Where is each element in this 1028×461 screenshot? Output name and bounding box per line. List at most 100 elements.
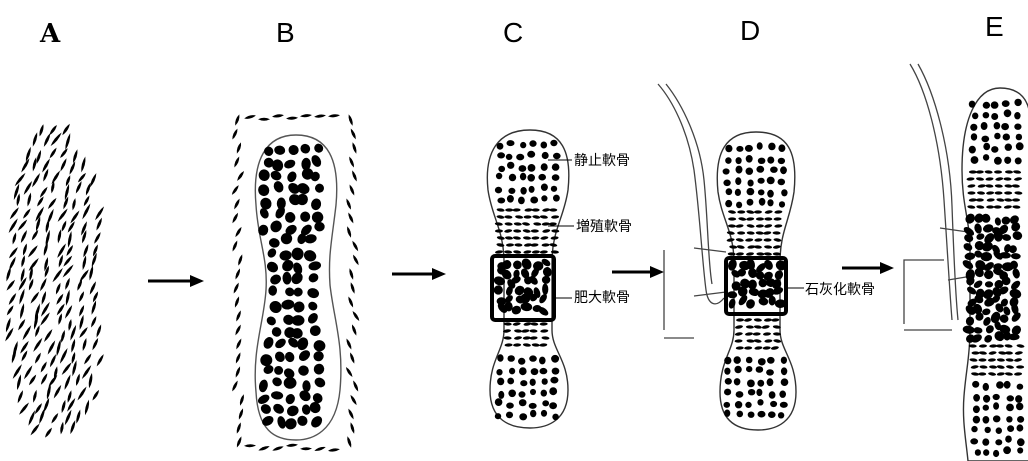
resting-chondrocyte xyxy=(553,153,561,159)
perichondrial-cell xyxy=(231,240,238,252)
resting-chondrocyte xyxy=(725,157,731,164)
resting-chondrocyte xyxy=(746,155,753,163)
mesenchymal-cell xyxy=(38,124,45,137)
resting-chondrocyte xyxy=(746,366,752,372)
resting-chondrocyte xyxy=(996,381,1004,389)
mesenchymal-cell xyxy=(94,206,106,221)
resting-chondrocyte xyxy=(758,189,765,195)
resting-chondrocyte xyxy=(508,390,516,398)
mesenchymal-cell xyxy=(40,301,52,317)
mesenchymal-cell xyxy=(39,312,51,327)
resting-chondrocyte xyxy=(983,154,989,161)
resting-chondrocyte xyxy=(746,168,754,175)
resting-chondrocyte xyxy=(1017,424,1024,431)
mesenchymal-cell xyxy=(11,232,17,245)
mesenchymal-cell xyxy=(19,340,30,354)
mesenchymal-cell xyxy=(64,175,71,187)
mesenchymal-cell xyxy=(51,267,64,283)
resting-chondrocyte xyxy=(780,402,788,408)
mesenchymal-cell xyxy=(16,390,24,404)
resting-chondrocyte xyxy=(769,391,776,398)
resting-chondrocyte xyxy=(552,368,560,375)
mesenchymal-cell xyxy=(43,328,54,343)
label-proliferative-cartilage: 増殖軟骨 xyxy=(576,218,632,235)
mesenchymal-cell xyxy=(17,318,27,331)
mesenchymal-cell xyxy=(59,347,69,364)
proliferating-chondrocyte xyxy=(969,170,977,173)
resting-chondrocyte xyxy=(985,427,991,433)
perichondrial-cell xyxy=(236,436,243,448)
mesenchymal-cell xyxy=(21,325,32,341)
resting-chondrocyte xyxy=(1007,395,1014,401)
resting-chondrocyte xyxy=(549,387,557,395)
resting-chondrocyte xyxy=(725,145,732,153)
perichondrial-cell xyxy=(347,114,354,126)
resting-chondrocyte xyxy=(519,391,526,397)
resting-chondrocyte xyxy=(983,383,989,391)
resting-chondrocyte xyxy=(538,174,546,181)
resting-chondrocyte xyxy=(529,140,536,147)
resting-chondrocyte xyxy=(516,154,524,161)
mesenchymal-cell xyxy=(11,363,23,379)
resting-chondrocyte xyxy=(518,197,525,205)
mesenchymal-cell xyxy=(29,423,40,437)
perichondrial-cell xyxy=(300,113,312,117)
mesenchymal-cell xyxy=(95,353,105,367)
resting-chondrocyte xyxy=(780,166,787,174)
perichondrial-cell xyxy=(351,142,358,154)
perichondrial-cell xyxy=(231,184,240,196)
perichondrial-cell xyxy=(234,366,241,378)
resting-chondrocyte xyxy=(519,165,527,172)
mesenchymal-cell xyxy=(63,409,72,426)
mesenchymal-cell xyxy=(69,210,81,225)
resting-chondrocyte xyxy=(781,378,789,386)
perichondrial-cell xyxy=(348,268,354,280)
arrow-b-to-c xyxy=(392,268,446,280)
resting-chondrocyte xyxy=(983,405,989,411)
perichondrial-cell xyxy=(235,310,242,322)
panel-label-e: E xyxy=(985,11,1004,42)
perichondrial-cell xyxy=(231,128,239,140)
perichondrial-cell xyxy=(235,142,242,154)
mesenchymal-cell xyxy=(56,208,68,223)
perichondrial-cell xyxy=(237,254,244,266)
resting-chondrocyte xyxy=(735,401,742,408)
resting-chondrocyte xyxy=(746,357,753,364)
resting-chondrocyte xyxy=(757,142,763,149)
resting-chondrocyte xyxy=(496,173,502,179)
resting-chondrocyte xyxy=(498,166,505,172)
resting-chondrocyte xyxy=(550,140,557,146)
perichondrial-cell xyxy=(235,422,242,434)
mesenchymal-cell xyxy=(90,300,97,315)
mesenchymal-cell xyxy=(44,427,53,439)
mesenchymal-cell xyxy=(9,206,21,220)
mesenchymal-cell xyxy=(77,172,87,184)
mesenchymal-cell xyxy=(59,158,68,173)
resting-chondrocyte xyxy=(767,199,773,206)
mesenchymal-cell xyxy=(27,244,39,258)
mesenchymal-cell xyxy=(39,186,49,199)
resting-chondrocyte xyxy=(735,189,741,196)
resting-chondrocyte xyxy=(983,112,990,118)
mesenchymal-cell xyxy=(60,399,66,413)
mesenchymal-cell xyxy=(67,231,73,248)
mesenchymal-cell xyxy=(26,192,32,207)
resting-chondrocyte xyxy=(982,438,989,445)
resting-chondrocyte xyxy=(734,366,741,373)
resting-chondrocyte xyxy=(993,394,1000,400)
perichondrial-cell xyxy=(349,282,356,294)
resting-chondrocyte xyxy=(1002,100,1010,107)
mesenchymal-cell xyxy=(88,373,94,389)
mesenchymal-cell xyxy=(27,257,40,272)
resting-chondrocyte xyxy=(498,391,504,399)
resting-chondrocyte xyxy=(734,356,741,364)
mesenchymal-cell xyxy=(5,266,12,282)
resting-chondrocyte xyxy=(983,416,990,424)
mesenchymal-cell xyxy=(61,264,74,279)
hypertrophic-chondrocyte xyxy=(494,285,503,294)
resting-chondrocyte xyxy=(781,189,787,196)
resting-chondrocyte xyxy=(531,368,539,375)
mesenchymal-cell xyxy=(50,170,61,185)
resting-chondrocyte xyxy=(983,143,990,150)
